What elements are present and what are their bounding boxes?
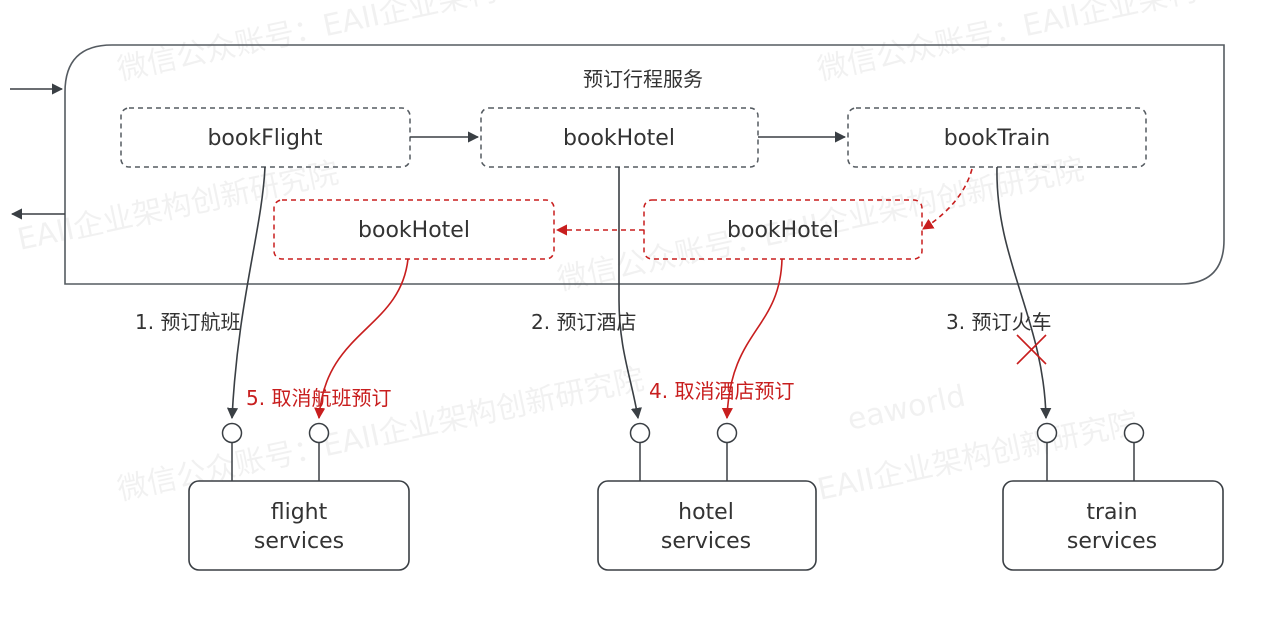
node-label: bookTrain [944, 126, 1050, 151]
step-label-2: 2. 预订酒店 [531, 310, 636, 334]
train-service-ports [1036, 422, 1145, 481]
hotel-services-box: hotel services [597, 480, 817, 571]
node-label: bookHotel [727, 218, 839, 243]
watermark-text: 微信公众账号：EAII企业架构创新研究院 [114, 0, 647, 88]
train-services-box: train services [1002, 480, 1224, 571]
call-line-book-flight [226, 166, 266, 420]
orchestrator-container [64, 44, 1225, 285]
node-label: bookHotel [563, 126, 675, 151]
flight-service-ports [221, 422, 330, 481]
call-line-book-train [996, 166, 1052, 420]
port-cancel-hotel [716, 422, 738, 444]
watermark-text: 微信公众账号：EAII企业架构创新研究院 [814, 0, 1280, 88]
node-book-train: bookTrain [847, 107, 1147, 168]
compensate-arrow-train-to-hotel [922, 168, 973, 230]
node-label: bookFlight [207, 126, 322, 151]
node-label: bookHotel [358, 218, 470, 243]
service-label-line2: services [1067, 529, 1157, 554]
node-book-hotel: bookHotel [480, 107, 759, 168]
service-label-line2: services [254, 529, 344, 554]
port-cancel-train [1123, 422, 1145, 444]
cancel-line-hotel [721, 258, 783, 420]
node-compensate-flight: bookHotel [273, 199, 555, 260]
cancel-label-hotel: 4. 取消酒店预订 [649, 379, 794, 403]
cross-icon [1016, 334, 1047, 365]
service-label-line2: services [661, 529, 751, 554]
service-label-line1: hotel [678, 500, 734, 525]
port-cancel-flight [308, 422, 330, 444]
port-book-hotel [629, 422, 651, 444]
cancel-label-flight: 5. 取消航班预订 [246, 386, 391, 410]
step-label-3: 3. 预订火车 [946, 310, 1051, 334]
node-book-flight: bookFlight [120, 107, 411, 168]
cancel-line-flight [314, 258, 409, 420]
watermark-text: eaworld [844, 379, 968, 438]
port-book-train [1036, 422, 1058, 444]
orchestrator-title: 预订行程服务 [583, 67, 703, 91]
watermark-text: EAII企业架构创新研究院 [14, 156, 341, 258]
port-book-flight [221, 422, 243, 444]
flight-services-box: flight services [188, 480, 410, 571]
call-line-book-hotel [618, 167, 642, 420]
step-label-1: 1. 预订航班 [135, 310, 240, 334]
service-label-line1: flight [271, 500, 328, 525]
hotel-service-ports [629, 422, 738, 481]
service-label-line1: train [1086, 500, 1137, 525]
